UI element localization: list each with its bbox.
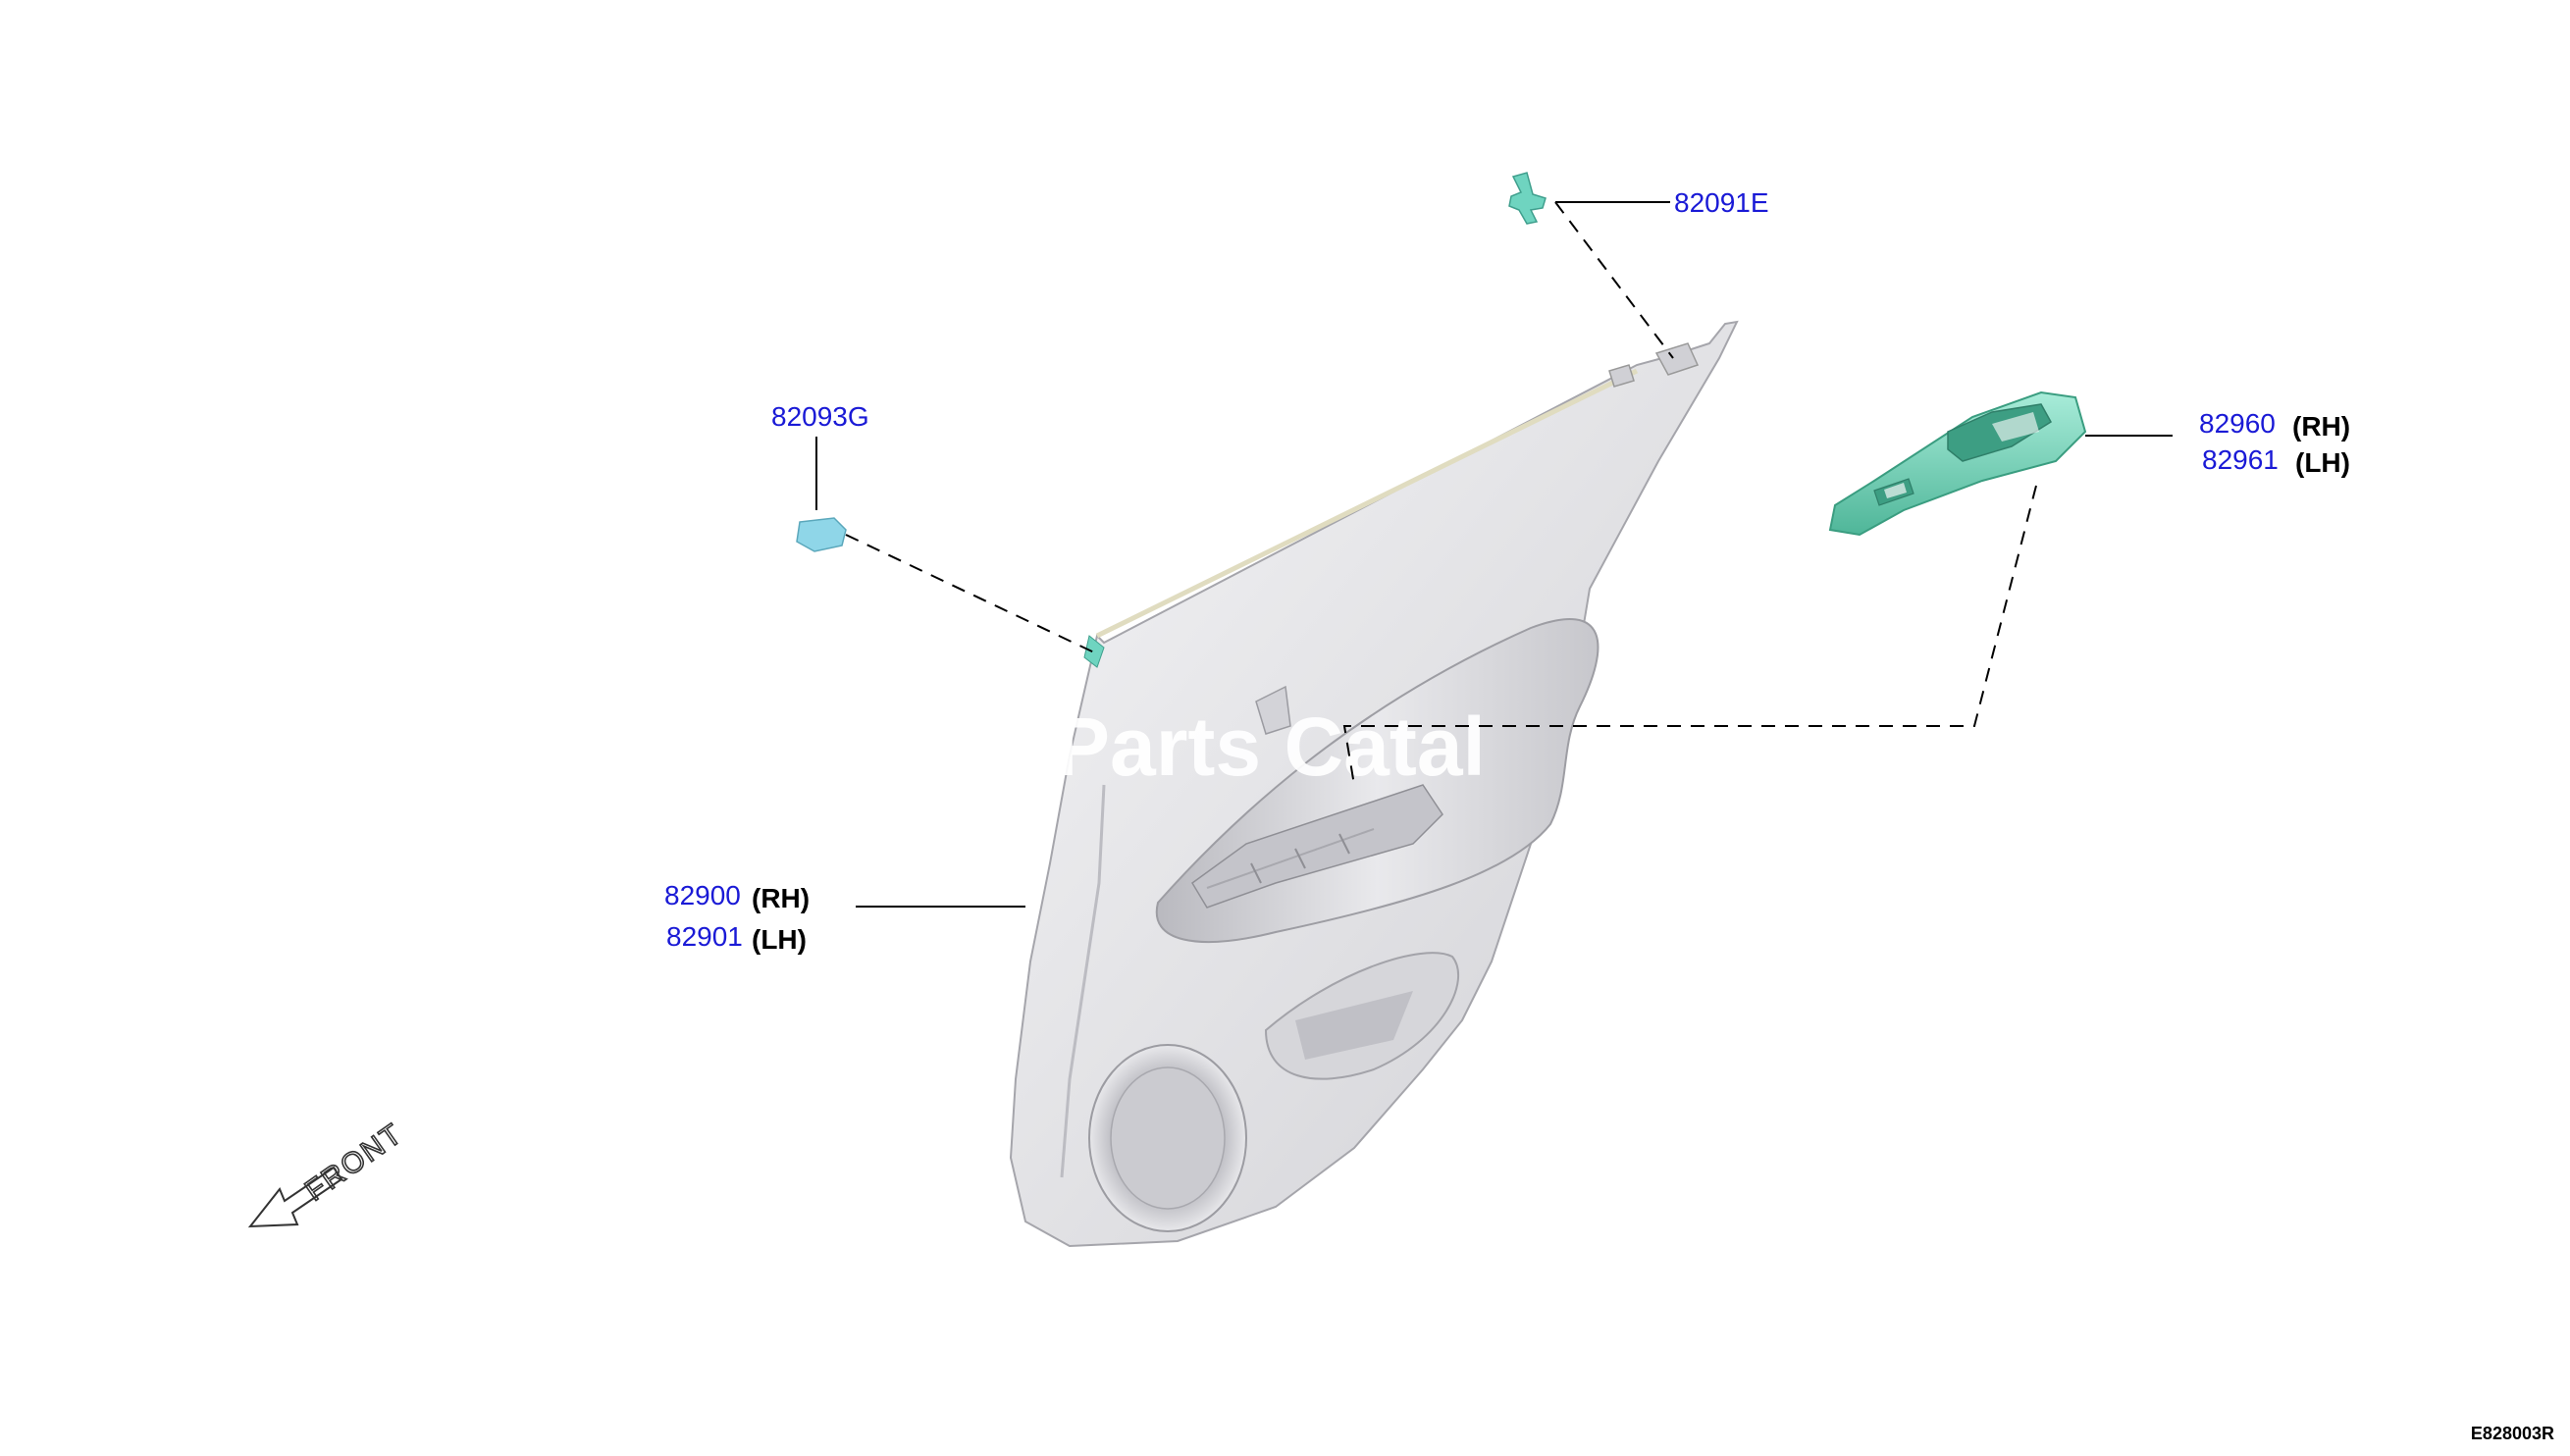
side-label: (RH) (2292, 411, 2350, 442)
callout-82091e[interactable]: 82091E (1674, 187, 1769, 218)
switch-bezel (1828, 390, 2087, 537)
side-label: (LH) (752, 924, 807, 955)
side-label: (LH) (2295, 447, 2350, 478)
dashed-assembly-lines (845, 201, 2037, 786)
callout-82901[interactable]: 82901 (LH) (666, 921, 807, 955)
callout-82961[interactable]: 82961 (LH) (2202, 444, 2350, 478)
part-number[interactable]: 82960 (2199, 408, 2276, 439)
side-label: (RH) (752, 883, 810, 913)
part-number[interactable]: 82091E (1674, 187, 1769, 218)
front-indicator: FRONT (247, 1117, 410, 1228)
part-number[interactable]: 82961 (2202, 444, 2279, 475)
part-number[interactable]: 82901 (666, 921, 743, 952)
part-number[interactable]: 82900 (664, 880, 741, 910)
callout-82960[interactable]: 82960 (RH) (2199, 408, 2350, 442)
leader-lines (815, 201, 2173, 908)
watermark-text: Parts Catal (1055, 701, 1486, 793)
front-label: FRONT (299, 1118, 409, 1208)
part-number[interactable]: 82093G (771, 401, 869, 432)
front-arrow-icon (247, 1166, 343, 1228)
callout-82093g[interactable]: 82093G (771, 401, 869, 432)
clip-82093g (796, 517, 847, 552)
diagram-code: E828003R (2470, 1424, 2554, 1443)
door-trim-panel (1009, 320, 1739, 1248)
callout-82900[interactable]: 82900 (RH) (664, 880, 810, 913)
clip-82091e (1508, 172, 1547, 225)
